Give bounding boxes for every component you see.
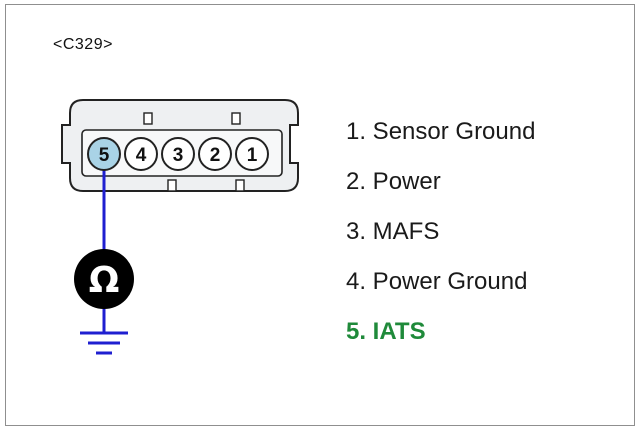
- ohmmeter-icon: Ω: [74, 249, 134, 309]
- pin-2: 2: [198, 137, 232, 171]
- legend-item-2: 2. Power: [346, 168, 441, 195]
- pin-4: 4: [124, 137, 158, 171]
- pin-number: 1: [247, 145, 258, 166]
- pin-legend: 1. Sensor Ground 2. Power 3. MAFS 4. Pow…: [346, 107, 535, 357]
- pin-number: 2: [210, 145, 221, 166]
- ground-icon: [80, 331, 128, 355]
- diagram-frame: [5, 4, 635, 426]
- legend-item-4: 4. Power Ground: [346, 268, 528, 295]
- legend-item-5: 5. IATS: [346, 318, 426, 345]
- pin-number: 4: [136, 145, 147, 166]
- pin-5: 5: [87, 137, 121, 171]
- legend-item-1: 1. Sensor Ground: [346, 118, 536, 145]
- pin-1: 1: [235, 137, 269, 171]
- ohm-symbol: Ω: [89, 260, 120, 301]
- connector-id-label: <C329>: [53, 36, 113, 53]
- pin-number: 5: [99, 145, 110, 166]
- legend-item-3: 3. MAFS: [346, 218, 440, 245]
- pin-number: 3: [173, 145, 184, 166]
- pin-3: 3: [161, 137, 195, 171]
